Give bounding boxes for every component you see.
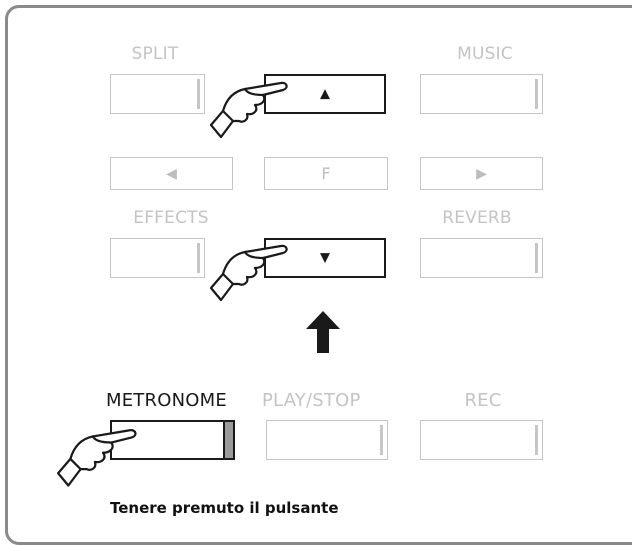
right-triangle-icon: ▶ xyxy=(476,165,487,182)
rec-label: REC xyxy=(464,390,502,411)
reverb-label: REVERB xyxy=(442,208,512,228)
pointing-hand-icon xyxy=(209,81,288,139)
f-button[interactable]: F xyxy=(264,157,388,190)
f-label: F xyxy=(321,163,331,183)
playstop-button[interactable] xyxy=(266,420,388,460)
music-button[interactable] xyxy=(420,74,543,114)
effects-button[interactable] xyxy=(110,238,205,278)
metronome-led-indicator xyxy=(223,422,233,458)
right-button[interactable]: ▶ xyxy=(420,157,543,190)
pointing-hand-icon xyxy=(209,244,288,302)
left-button[interactable]: ◀ xyxy=(110,157,233,190)
effects-label: EFFECTS xyxy=(133,208,209,228)
up-triangle-icon: ▲ xyxy=(320,86,330,102)
reverb-button[interactable] xyxy=(420,238,543,278)
playstop-label: PLAY/STOP xyxy=(262,390,361,411)
instruction-caption: Tenere premuto il pulsante xyxy=(110,499,339,517)
up-button[interactable]: ▲ xyxy=(264,74,386,114)
split-button[interactable] xyxy=(110,74,205,114)
music-label: MUSIC xyxy=(457,44,513,64)
down-triangle-icon: ▼ xyxy=(320,250,330,266)
rec-button[interactable] xyxy=(420,420,543,460)
split-label: SPLIT xyxy=(131,44,179,64)
up-arrow-icon xyxy=(306,311,340,353)
left-triangle-icon: ◀ xyxy=(166,165,177,182)
metronome-label: METRONOME xyxy=(106,390,227,411)
pointing-hand-icon xyxy=(57,429,137,487)
